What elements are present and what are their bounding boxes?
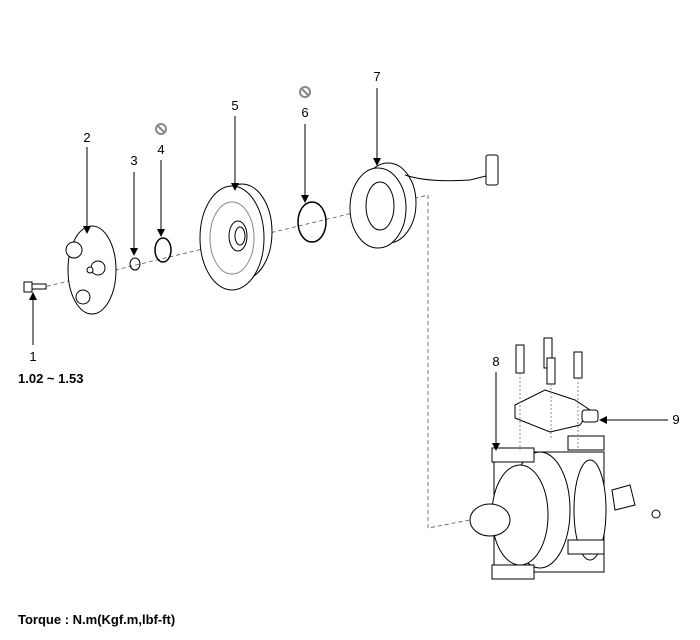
part-9-control-block xyxy=(514,337,599,433)
callout-3: 3 xyxy=(130,153,138,168)
callout-7: 7 xyxy=(373,69,381,84)
part-6-snap-ring xyxy=(297,201,327,243)
torque-unit-note: Torque : N.m(Kgf.m,lbf-ft) xyxy=(18,612,176,627)
torque-value: 1.02 ~ 1.53 xyxy=(18,371,84,386)
callout-6: 6 xyxy=(301,105,309,120)
prohibited-icon xyxy=(155,123,167,135)
part-2-pressure-plate xyxy=(65,225,117,315)
part-8-compressor xyxy=(469,435,661,580)
part-5-pulley xyxy=(199,183,273,291)
callout-5: 5 xyxy=(231,98,239,113)
part-7-field-coil xyxy=(349,154,499,249)
part-4-snap-ring xyxy=(154,237,172,263)
callout-arrows xyxy=(29,88,668,451)
prohibited-icon xyxy=(299,86,311,98)
callout-1: 1 xyxy=(29,349,37,364)
part-3-shim xyxy=(129,257,141,271)
callout-4: 4 xyxy=(157,142,165,157)
part-1-bolt xyxy=(23,281,47,293)
callout-9: 9 xyxy=(672,412,680,427)
callout-2: 2 xyxy=(83,130,91,145)
callout-8: 8 xyxy=(492,354,500,369)
bolt-guide-lines xyxy=(519,373,579,450)
